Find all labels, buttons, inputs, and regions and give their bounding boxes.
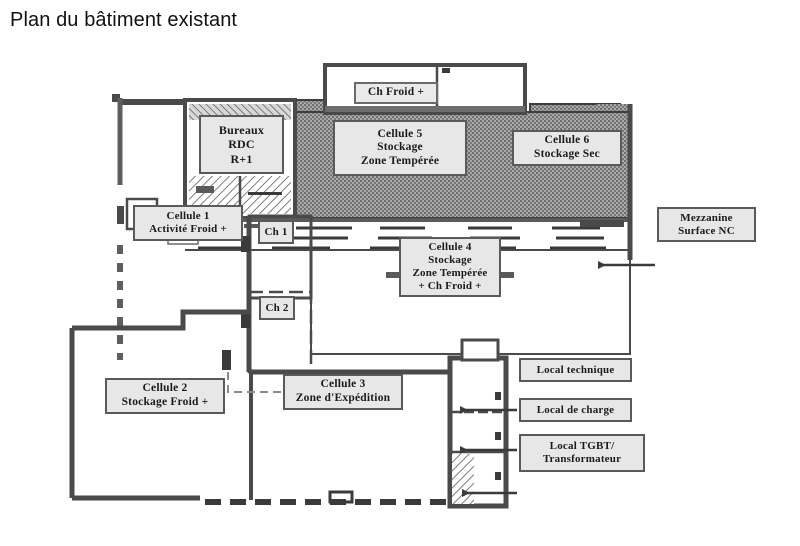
label-cellule-3: Cellule 3 Zone d'Expédition	[283, 374, 403, 410]
label-ch-2-line1: Ch 2	[265, 301, 289, 314]
label-cellule-1: Cellule 1 Activité Froid +	[133, 205, 243, 241]
label-local-technique-line1: Local technique	[536, 363, 615, 376]
label-cellule-1-line2: Activité Froid +	[149, 223, 227, 235]
label-cellule-6-line2: Stockage Sec	[534, 148, 600, 160]
label-local-technique: Local technique	[519, 358, 632, 382]
label-cellule-5-line1: Cellule 5	[377, 127, 423, 140]
label-cellule-4-line1: Cellule 4	[428, 241, 472, 254]
label-bureaux-line1: Bureaux	[218, 123, 265, 138]
label-mezzanine-line2: Surface NC	[678, 224, 735, 237]
label-bureaux-line2: RDC	[228, 137, 255, 152]
label-cellule-2: Cellule 2 Stockage Froid +	[105, 378, 225, 414]
label-cellule-5-line3: Zone Tempérée	[360, 154, 440, 167]
label-local-de-charge-line1: Local de charge	[536, 403, 615, 416]
label-ch-froid-top-line1: Ch Froid +	[367, 86, 425, 99]
label-cellule-5-line2: Stockage	[377, 141, 423, 154]
label-mezzanine: Mezzanine Surface NC	[657, 207, 756, 242]
label-mezzanine-line1: Mezzanine	[680, 211, 733, 224]
label-cellule-1-line1: Cellule 1	[166, 210, 210, 223]
label-ch-1-line1: Ch 1	[264, 225, 288, 238]
label-ch-2: Ch 2	[259, 296, 295, 320]
label-cellule-2-line1: Cellule 2	[142, 382, 188, 395]
label-cellule-4: Cellule 4 Stockage Zone Tempérée + Ch Fr…	[399, 237, 501, 297]
label-cellule-4-line3: Zone Tempérée	[412, 267, 488, 279]
bottom-dash-dot-boundary	[205, 490, 455, 505]
label-bureaux-line3: R+1	[230, 151, 253, 166]
label-cellule-6: Cellule 6 Stockage Sec	[512, 130, 622, 166]
label-cellule-4-line2: Stockage	[428, 254, 472, 267]
leader-lines	[460, 261, 655, 497]
label-local-tgbt-line1: Local TGBT/	[549, 440, 615, 453]
label-cellule-6-line1: Cellule 6	[544, 134, 590, 147]
roof-projection-ch-froid	[323, 63, 527, 115]
label-local-tgbt-line2: Transformateur	[542, 453, 622, 465]
label-cellule-3-line1: Cellule 3	[320, 378, 366, 391]
label-ch-froid-top: Ch Froid +	[354, 82, 438, 104]
label-cellule-4-line4: + Ch Froid +	[418, 279, 482, 292]
label-cellule-3-line2: Zone d'Expédition	[295, 392, 391, 404]
page-title: Plan du bâtiment existant	[10, 9, 238, 31]
label-cellule-5: Cellule 5 Stockage Zone Tempérée	[333, 120, 467, 176]
label-local-tgbt: Local TGBT/ Transformateur	[519, 434, 645, 472]
label-local-de-charge: Local de charge	[519, 398, 632, 422]
label-bureaux: Bureaux RDC R+1	[199, 115, 284, 174]
service-rooms-block	[447, 338, 509, 509]
label-cellule-2-line2: Stockage Froid +	[121, 396, 209, 408]
label-ch-1: Ch 1	[258, 220, 294, 244]
